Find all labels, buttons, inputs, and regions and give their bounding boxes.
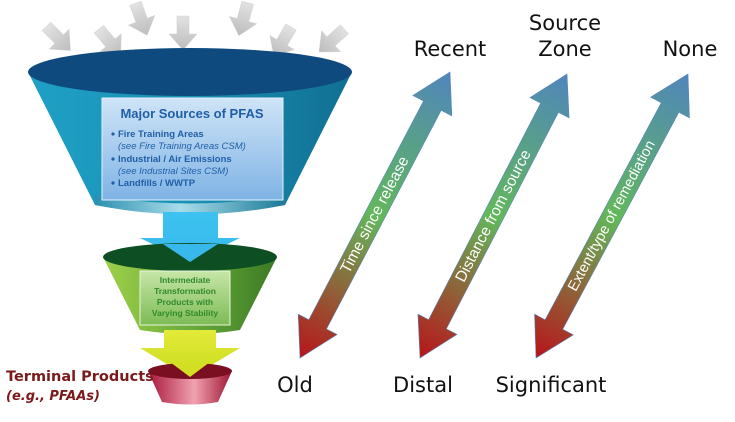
gradient-top-label: Recent — [413, 37, 487, 61]
source-item-label: Landfills / WWTP — [118, 178, 196, 189]
major-sources-title: Major Sources of PFAS — [120, 106, 263, 121]
intermediate-line: Products with — [157, 297, 213, 307]
source-item-label: Fire Training Areas — [118, 129, 204, 140]
terminal-funnel — [148, 362, 232, 405]
intermediate-line: Transformation — [154, 286, 216, 296]
source-item-label: Industrial / Air Emissions — [118, 154, 232, 165]
gradient-bottom-label: Old — [277, 373, 313, 397]
input-arrow-icon — [229, 0, 258, 36]
gradient-axis-label: Extent/type of remediation — [565, 138, 659, 294]
major-sources-funnel: Major Sources of PFAS Fire Training Area… — [28, 48, 352, 215]
input-arrow-icon — [168, 15, 198, 51]
gradient-bottom-label: Significant — [495, 373, 607, 397]
terminal-title: Terminal Products — [6, 369, 154, 385]
intermediate-funnel: Intermediate Transformation Products wit… — [103, 243, 277, 334]
gradient-arrows: Time since release Distance from source Ex… — [297, 71, 690, 359]
source-item-note[interactable]: (see Industrial Sites CSM) — [118, 166, 228, 177]
flow-arrow-icon — [140, 330, 240, 378]
source-item-note[interactable]: (see Fire Training Areas CSM) — [118, 141, 246, 152]
input-arrow-icon — [127, 0, 156, 36]
double-arrow-icon — [297, 71, 453, 359]
double-arrow-icon — [534, 73, 690, 359]
gradient-axis-label: Distance from source — [452, 147, 534, 285]
terminal-subtitle-text: (e.g., PFAAs) — [6, 389, 100, 404]
intermediate-line: Intermediate — [160, 275, 211, 285]
input-arrow-icon — [318, 24, 349, 53]
input-arrow-icon — [93, 24, 122, 56]
gradient-top-label: None — [662, 37, 718, 61]
gradient-axis-label: Time since release — [337, 154, 412, 277]
double-arrow-icon — [417, 73, 570, 359]
gradient-bottom-label: Distal — [393, 373, 453, 397]
terminal-subtitle: (e.g., PFAAs) — [6, 387, 154, 406]
input-arrow-icon — [41, 21, 71, 51]
terminal-products-label: Terminal Products (e.g., PFAAs) — [6, 368, 154, 406]
intermediate-line: Varying Stability — [152, 308, 218, 318]
